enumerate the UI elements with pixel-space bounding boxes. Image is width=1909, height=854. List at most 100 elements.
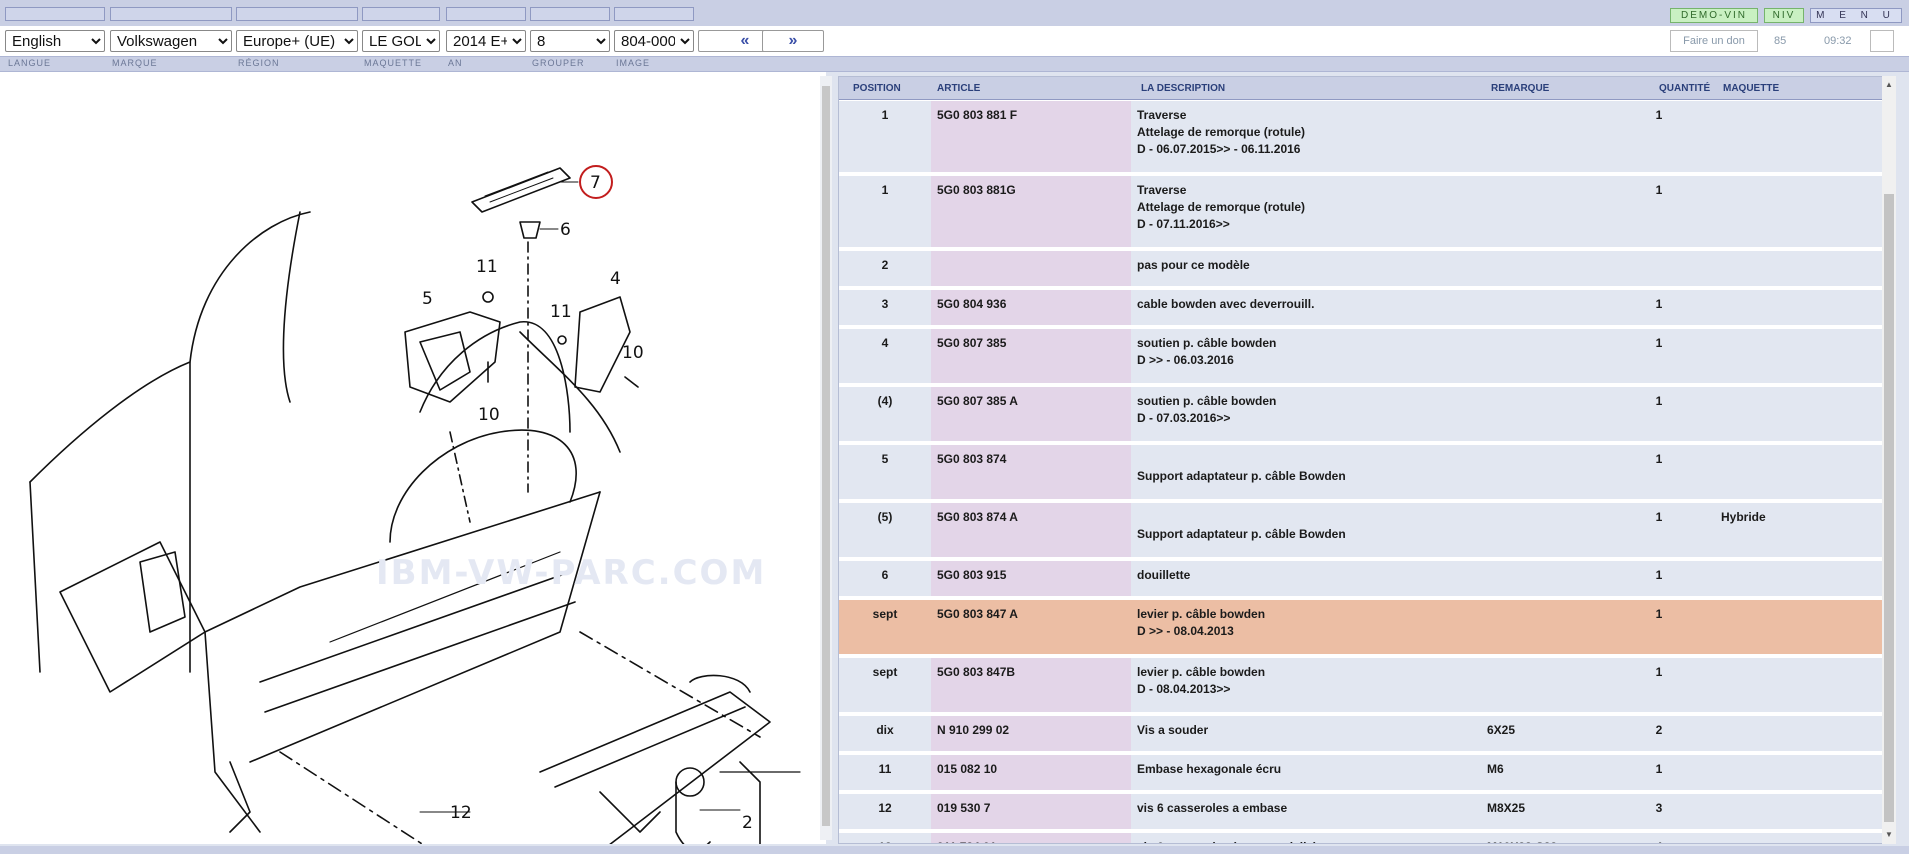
- top-tab-language[interactable]: [5, 7, 105, 21]
- row-description: pas pour ce modèle: [1137, 257, 1477, 274]
- header-model[interactable]: MAQUETTE: [1723, 83, 1780, 94]
- row-description: Support adaptateur p. câble Bowden: [1137, 451, 1477, 485]
- row-description-line: Support adaptateur p. câble Bowden: [1137, 469, 1346, 483]
- model-select[interactable]: LE GOLF: [362, 30, 440, 52]
- row-article-cell[interactable]: 5G0 807 385 A: [931, 387, 1131, 441]
- header-position[interactable]: POSITION: [853, 83, 901, 94]
- row-article-cell[interactable]: 911 784 01: [931, 833, 1131, 843]
- row-position: 12: [878, 801, 892, 815]
- table-row[interactable]: 13911 784 01vis 6 casseroles (avec ronde…: [839, 833, 1883, 843]
- top-tab-image[interactable]: [614, 7, 694, 21]
- row-article-cell[interactable]: 5G0 803 881 F: [931, 101, 1131, 172]
- row-article-cell[interactable]: 5G0 804 936: [931, 290, 1131, 325]
- header-description[interactable]: LA DESCRIPTION: [1141, 83, 1226, 94]
- row-article: 5G0 803 915: [937, 568, 1007, 582]
- row-description: cable bowden avec deverrouill.: [1137, 296, 1477, 313]
- row-quantity: 2: [1655, 723, 1663, 737]
- top-tab-model[interactable]: [362, 7, 440, 21]
- callout-11-a[interactable]: 11: [476, 257, 498, 277]
- row-position: 1: [881, 183, 889, 197]
- row-article-cell[interactable]: 5G0 807 385: [931, 329, 1131, 383]
- row-description-line: Attelage de remorque (rotule): [1137, 125, 1306, 139]
- row-article-cell[interactable]: 5G0 803 874 A: [931, 503, 1131, 557]
- callout-2[interactable]: 2: [742, 813, 753, 833]
- year-select[interactable]: 2014 E+: [446, 30, 526, 52]
- next-image-button[interactable]: »: [762, 30, 824, 52]
- scroll-down-icon[interactable]: ▼: [1885, 830, 1893, 839]
- brand-select[interactable]: Volkswagen: [110, 30, 232, 52]
- callout-12[interactable]: 12: [450, 803, 472, 823]
- row-position: (4): [877, 394, 893, 408]
- callout-4[interactable]: 4: [610, 269, 621, 289]
- donate-button[interactable]: Faire un don: [1670, 30, 1758, 52]
- row-description: Vis a souder: [1137, 722, 1477, 739]
- region-select[interactable]: Europe+ (UE): [236, 30, 358, 52]
- image-select[interactable]: 804-000: [614, 30, 694, 52]
- diagram-scrollbar-thumb[interactable]: [822, 86, 830, 826]
- row-article-cell[interactable]: 5G0 803 881G: [931, 176, 1131, 247]
- callout-10-b[interactable]: 10: [478, 405, 500, 425]
- label-year: AN: [448, 58, 463, 68]
- row-article-cell[interactable]: 5G0 803 847 A: [931, 600, 1131, 654]
- row-article: 5G0 803 874 A: [937, 510, 1018, 524]
- callout-10-a[interactable]: 10: [622, 343, 644, 363]
- row-article: 911 784 01: [937, 839, 996, 843]
- row-position: 1: [881, 108, 889, 122]
- extra-box[interactable]: [1870, 30, 1894, 52]
- row-description-line: D - 07.03.2016>>: [1137, 411, 1231, 425]
- callout-6[interactable]: 6: [560, 220, 571, 240]
- diagram-scrollbar[interactable]: [820, 76, 832, 840]
- table-scrollbar[interactable]: ▲ ▼: [1882, 76, 1896, 844]
- row-article-cell[interactable]: 019 530 7: [931, 794, 1131, 829]
- menu-button[interactable]: M E N U: [1810, 8, 1902, 23]
- header-quantity[interactable]: QUANTITÉ: [1659, 83, 1711, 94]
- row-article-cell[interactable]: 015 082 10: [931, 755, 1131, 790]
- language-select[interactable]: English: [5, 30, 105, 52]
- row-description-line: Support adaptateur p. câble Bowden: [1137, 527, 1346, 541]
- label-image: IMAGE: [616, 58, 651, 68]
- group-select[interactable]: 8: [530, 30, 610, 52]
- demo-vin-button[interactable]: DEMO-VIN: [1670, 8, 1758, 23]
- row-article-cell[interactable]: 5G0 803 847B: [931, 658, 1131, 712]
- row-description-line: [1137, 509, 1477, 526]
- header-article[interactable]: ARTICLE: [937, 83, 981, 94]
- row-article-cell[interactable]: 5G0 803 874: [931, 445, 1131, 499]
- header-remark[interactable]: REMARQUE: [1491, 83, 1550, 94]
- top-tab-brand[interactable]: [110, 7, 232, 21]
- top-tab-region[interactable]: [236, 7, 358, 21]
- scroll-up-icon[interactable]: ▲: [1885, 80, 1893, 89]
- top-tab-year[interactable]: [446, 7, 526, 21]
- callout-5[interactable]: 5: [422, 289, 433, 309]
- row-article-cell[interactable]: 5G0 803 915: [931, 561, 1131, 596]
- top-tab-group[interactable]: [530, 7, 610, 21]
- row-article-cell[interactable]: [931, 251, 1131, 286]
- table-scrollbar-thumb[interactable]: [1884, 194, 1894, 822]
- row-article-cell[interactable]: N 910 299 02: [931, 716, 1131, 751]
- row-description-line: Vis a souder: [1137, 723, 1209, 737]
- table-header: POSITION ARTICLE LA DESCRIPTION REMARQUE…: [839, 77, 1883, 100]
- niv-button[interactable]: NIV: [1764, 8, 1804, 23]
- callout-7[interactable]: 7: [590, 173, 601, 193]
- row-quantity: 1: [1655, 762, 1663, 776]
- row-quantity: 1: [1655, 394, 1663, 408]
- callout-11-b[interactable]: 11: [550, 302, 572, 322]
